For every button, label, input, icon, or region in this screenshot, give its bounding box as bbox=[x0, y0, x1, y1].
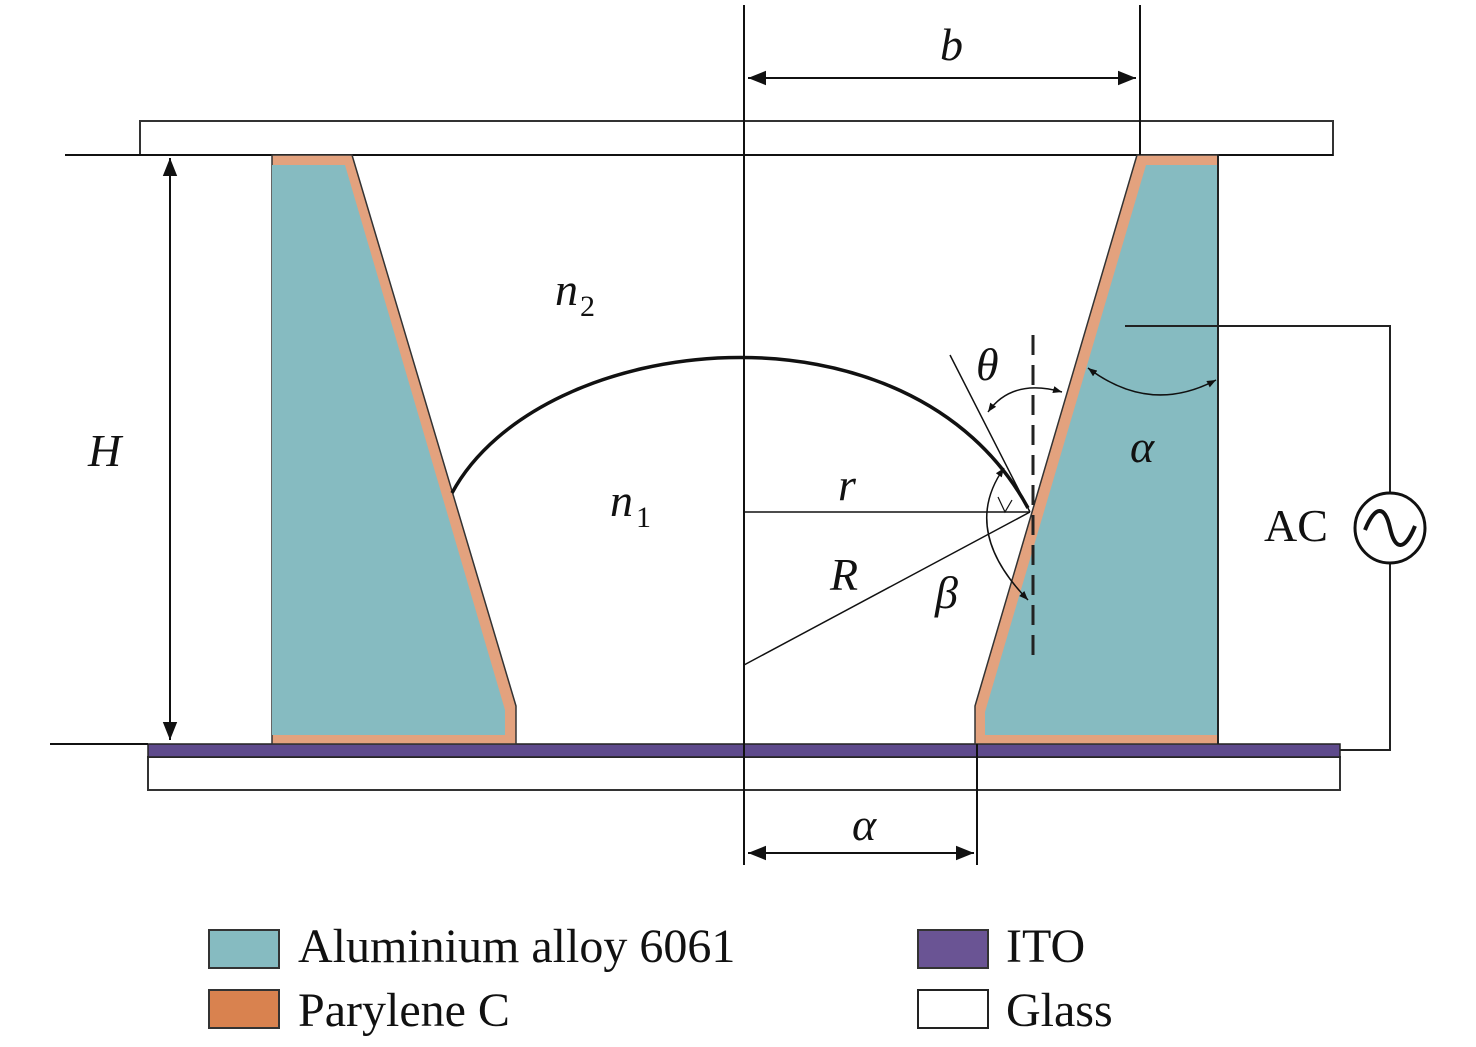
legend-label-ito: ITO bbox=[1006, 920, 1085, 973]
liquid-meniscus bbox=[450, 355, 1030, 509]
left-aluminium-wall bbox=[272, 165, 505, 735]
label-b: b bbox=[940, 19, 963, 70]
legend-label-aluminium: Aluminium alloy 6061 bbox=[298, 920, 735, 973]
label-theta: θ bbox=[976, 339, 999, 390]
theta-arc bbox=[987, 386, 1063, 413]
legend-swatch-glass bbox=[917, 989, 989, 1029]
label-alpha-bottom: α bbox=[852, 799, 877, 850]
label-beta: β bbox=[934, 567, 958, 618]
ac-source-icon bbox=[1353, 491, 1427, 565]
label-n2: n 2 bbox=[555, 264, 595, 323]
label-n1: n 1 bbox=[610, 475, 651, 534]
legend-swatch-aluminium bbox=[208, 929, 280, 969]
label-alpha-right: α bbox=[1130, 421, 1155, 472]
alpha-arc bbox=[1087, 367, 1217, 396]
ac-wire-top bbox=[1125, 325, 1391, 492]
label-H: H bbox=[87, 425, 124, 476]
top-glass bbox=[139, 120, 1334, 156]
right-aluminium-wall bbox=[985, 165, 1218, 735]
svg-text:n: n bbox=[555, 264, 578, 315]
legend-label-parylene: Parylene C bbox=[298, 984, 510, 1037]
legend-label-glass: Glass bbox=[1006, 984, 1113, 1037]
svg-text:2: 2 bbox=[580, 290, 595, 323]
label-ac: AC bbox=[1264, 500, 1328, 551]
label-R: R bbox=[829, 549, 858, 600]
svg-text:1: 1 bbox=[636, 501, 651, 534]
label-r: r bbox=[838, 459, 857, 510]
legend-swatch-ito bbox=[917, 929, 989, 969]
ac-wire-bottom bbox=[1340, 564, 1391, 751]
svg-text:n: n bbox=[610, 475, 633, 526]
beta-arc bbox=[985, 467, 1029, 601]
legend-swatch-parylene bbox=[208, 989, 280, 1029]
legend: Aluminium alloy 6061 Parylene C ITO Glas… bbox=[208, 920, 1113, 1037]
radius-R-line bbox=[743, 511, 1031, 666]
right-angle-mark bbox=[997, 496, 1013, 514]
